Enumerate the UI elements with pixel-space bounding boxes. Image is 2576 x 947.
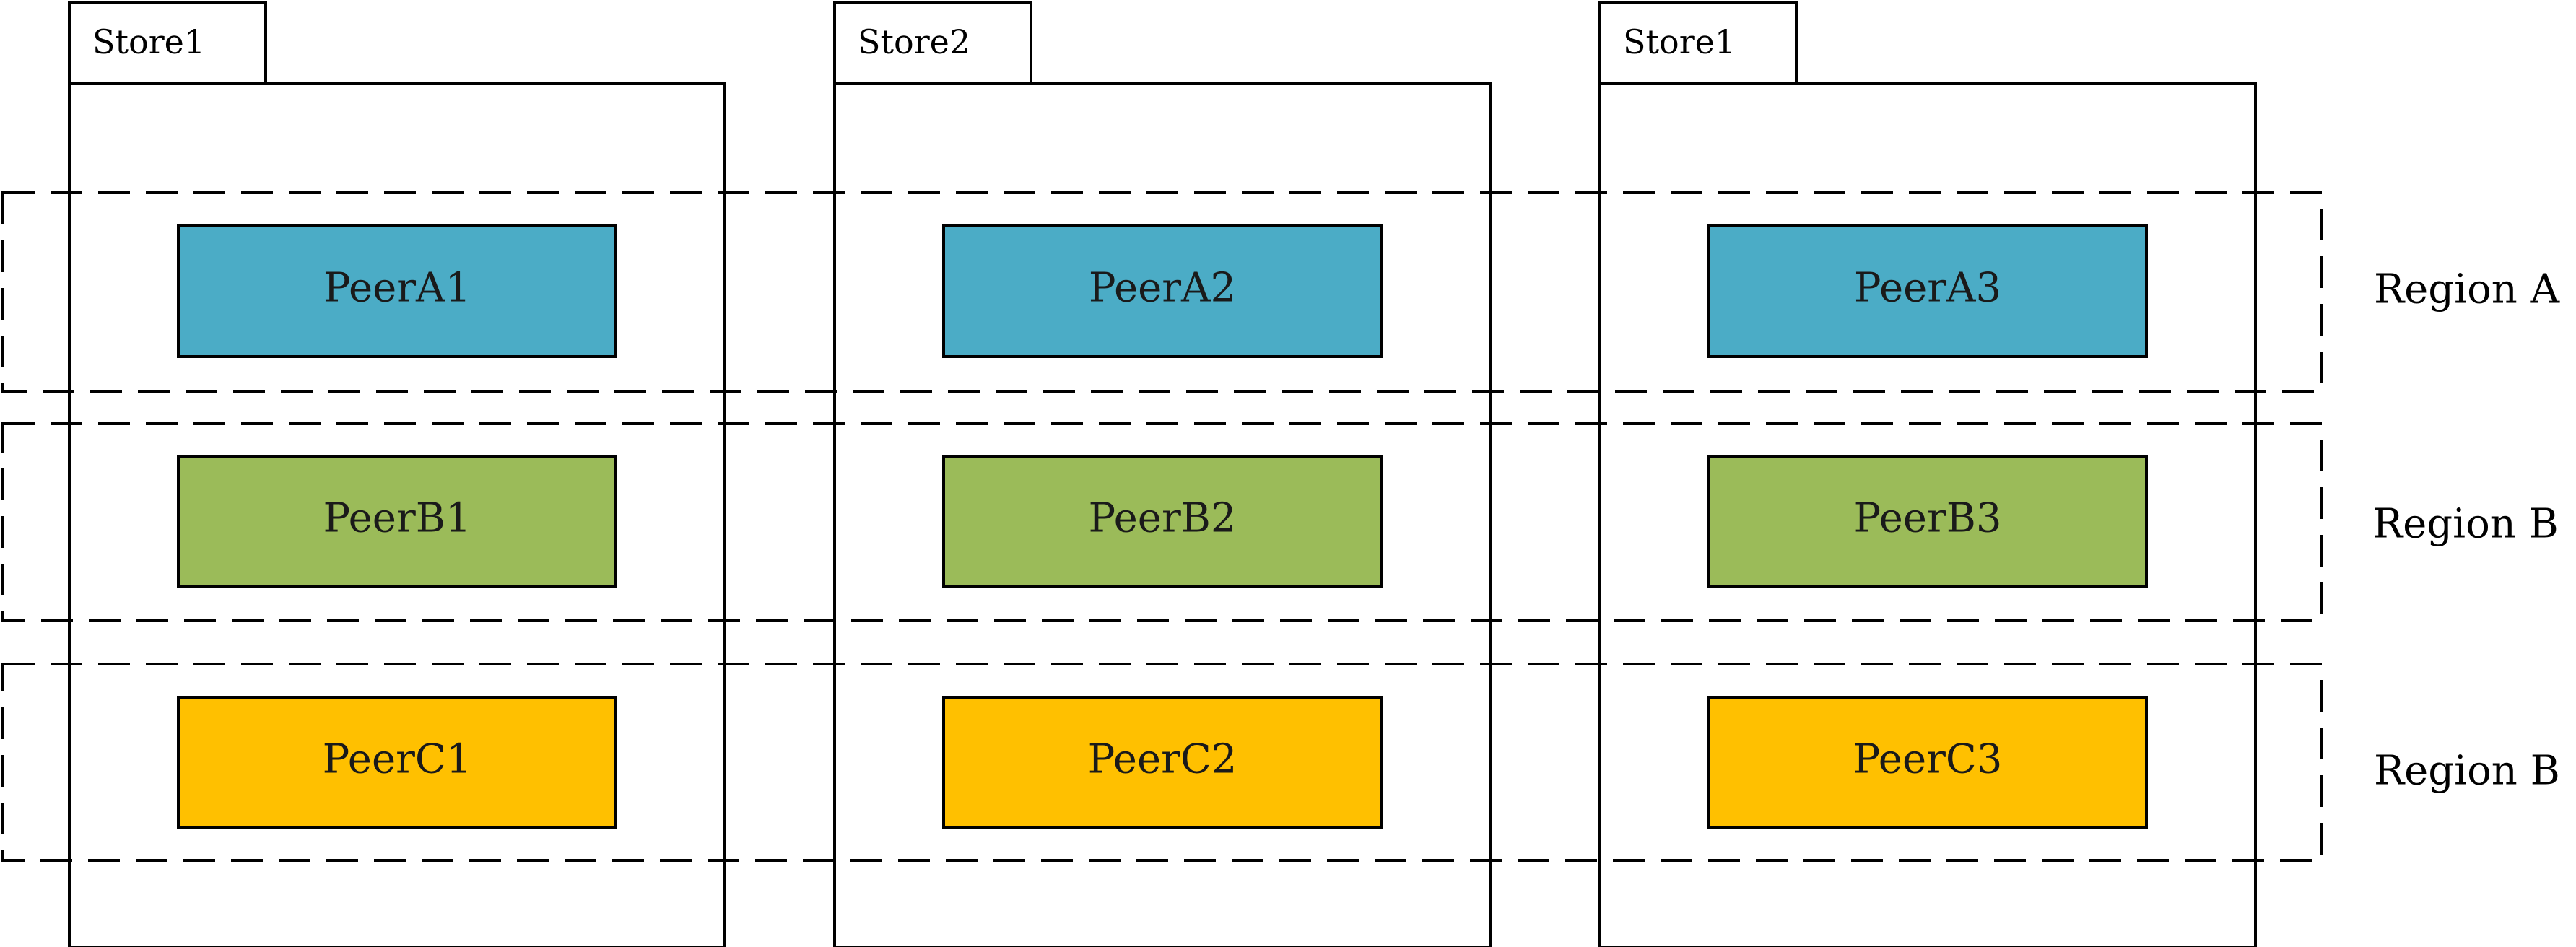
store-2-tab xyxy=(833,1,1032,85)
peer-b3-label: PeerB3 xyxy=(1854,495,2002,542)
peer-row-c: PeerC1 PeerC2 PeerC3 xyxy=(177,696,2148,829)
peer-a3-box xyxy=(1707,224,2148,358)
peer-b1-box xyxy=(177,455,617,588)
store-2-label: Store2 xyxy=(858,22,970,61)
region-c-outline xyxy=(1,663,2323,862)
region-b-label: Region B xyxy=(2372,501,2559,548)
region-b-outline xyxy=(1,422,2323,622)
peer-b2-box xyxy=(942,455,1383,588)
peer-c1-label: PeerC1 xyxy=(323,736,472,783)
peer-a1-box xyxy=(177,224,617,358)
peer-b2-label: PeerB2 xyxy=(1089,495,1237,542)
peer-c3-label: PeerC3 xyxy=(1853,736,2003,783)
region-a-outline xyxy=(1,191,2323,393)
store-1-label: Store1 xyxy=(92,22,205,61)
peer-row-a: PeerA1 PeerA2 PeerA3 xyxy=(177,224,2148,358)
peer-c2-label: PeerC2 xyxy=(1088,736,1237,783)
store-3-tab xyxy=(1598,1,1798,85)
peer-c1-box xyxy=(177,696,617,829)
peer-row-b: PeerB1 PeerB2 PeerB3 xyxy=(177,455,2148,588)
peer-a3-label: PeerA3 xyxy=(1854,265,2001,312)
peer-c2-box xyxy=(942,696,1383,829)
store-1-tab xyxy=(68,1,267,85)
region-a-label: Region A xyxy=(2374,266,2560,313)
peer-b3-box xyxy=(1707,455,2148,588)
store-3-label: Store1 xyxy=(1623,22,1736,61)
peer-a1-label: PeerA1 xyxy=(323,265,471,312)
peer-a2-label: PeerA2 xyxy=(1089,265,1236,312)
peer-b1-label: PeerB1 xyxy=(323,495,471,542)
peer-a2-box xyxy=(942,224,1383,358)
peer-c3-box xyxy=(1707,696,2148,829)
region-c-label: Region B xyxy=(2374,748,2560,795)
